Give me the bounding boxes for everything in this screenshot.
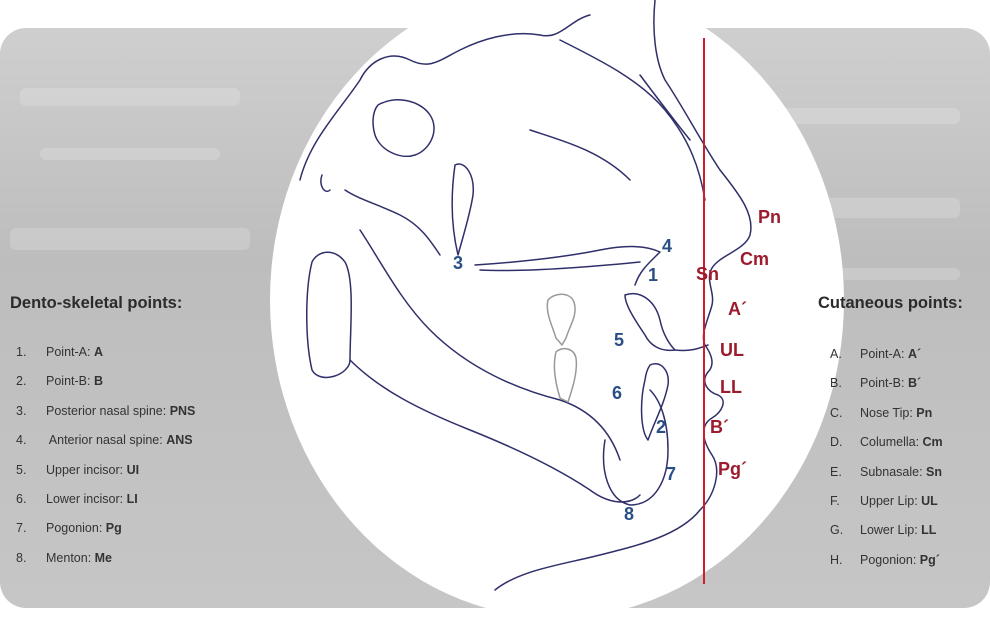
dento-skeletal-list: 1.Point-A: A 2.Point-B: B 3.Posterior na… xyxy=(16,338,195,573)
landmark-label-3: 3 xyxy=(453,254,463,272)
list-item: 4. Anterior nasal spine: ANS xyxy=(16,426,195,455)
mandible-outline xyxy=(350,360,640,502)
upper-incisor xyxy=(625,294,675,351)
landmark-label-8: 8 xyxy=(624,505,634,523)
frontal-outline xyxy=(560,40,705,200)
ramus-outline xyxy=(345,190,440,255)
landmark-label-2: 2 xyxy=(656,418,666,436)
list-item: 7.Pogonion: Pg xyxy=(16,514,195,543)
orbit-outline xyxy=(373,100,434,157)
sinus-outline xyxy=(530,130,630,180)
landmark-label-cm: Cm xyxy=(740,250,769,268)
landmark-label-b-prime: B´ xyxy=(710,418,729,436)
landmark-label-sn: Sn xyxy=(696,265,719,283)
molar-lower xyxy=(554,349,576,402)
list-item: 2.Point-B: B xyxy=(16,367,195,396)
list-item: 3.Posterior nasal spine: PNS xyxy=(16,397,195,426)
cutaneous-heading: Cutaneous points: xyxy=(818,294,963,313)
condyle-outline xyxy=(307,252,352,377)
list-item: 5.Upper incisor: UI xyxy=(16,456,195,485)
list-item: 8.Menton: Me xyxy=(16,544,195,573)
molar-upper xyxy=(547,294,575,345)
list-item: B.Point-B: B´ xyxy=(830,369,943,398)
list-item: H.Pogonion: Pg´ xyxy=(830,546,943,575)
landmark-label-6: 6 xyxy=(612,384,622,402)
cutaneous-list: A.Point-A: A´ B.Point-B: B´ C.Nose Tip: … xyxy=(830,340,943,575)
landmark-label-4: 4 xyxy=(662,237,672,255)
landmark-label-pn: Pn xyxy=(758,208,781,226)
symphysis-outline xyxy=(604,390,668,505)
list-item: 6.Lower incisor: LI xyxy=(16,485,195,514)
list-item: G.Lower Lip: LL xyxy=(830,516,943,545)
list-item: E.Subnasale: Sn xyxy=(830,458,943,487)
list-item: C.Nose Tip: Pn xyxy=(830,399,943,428)
sella-outline xyxy=(321,175,330,191)
landmark-label-ll: LL xyxy=(720,378,742,396)
landmark-label-5: 5 xyxy=(614,331,624,349)
list-item: D.Columella: Cm xyxy=(830,428,943,457)
landmark-label-a-prime: A´ xyxy=(728,300,747,318)
list-item: F.Upper Lip: UL xyxy=(830,487,943,516)
landmark-label-7: 7 xyxy=(666,465,676,483)
pterygoid-outline xyxy=(452,164,473,255)
landmark-label-ul: UL xyxy=(720,341,744,359)
palate-outline xyxy=(475,246,660,285)
cranial-outline xyxy=(300,15,590,180)
list-item: A.Point-A: A´ xyxy=(830,340,943,369)
list-item: 1.Point-A: A xyxy=(16,338,195,367)
dento-skeletal-heading: Dento-skeletal points: xyxy=(10,294,182,313)
landmark-label-pg-prime: Pg´ xyxy=(718,460,747,478)
landmark-label-1: 1 xyxy=(648,266,658,284)
